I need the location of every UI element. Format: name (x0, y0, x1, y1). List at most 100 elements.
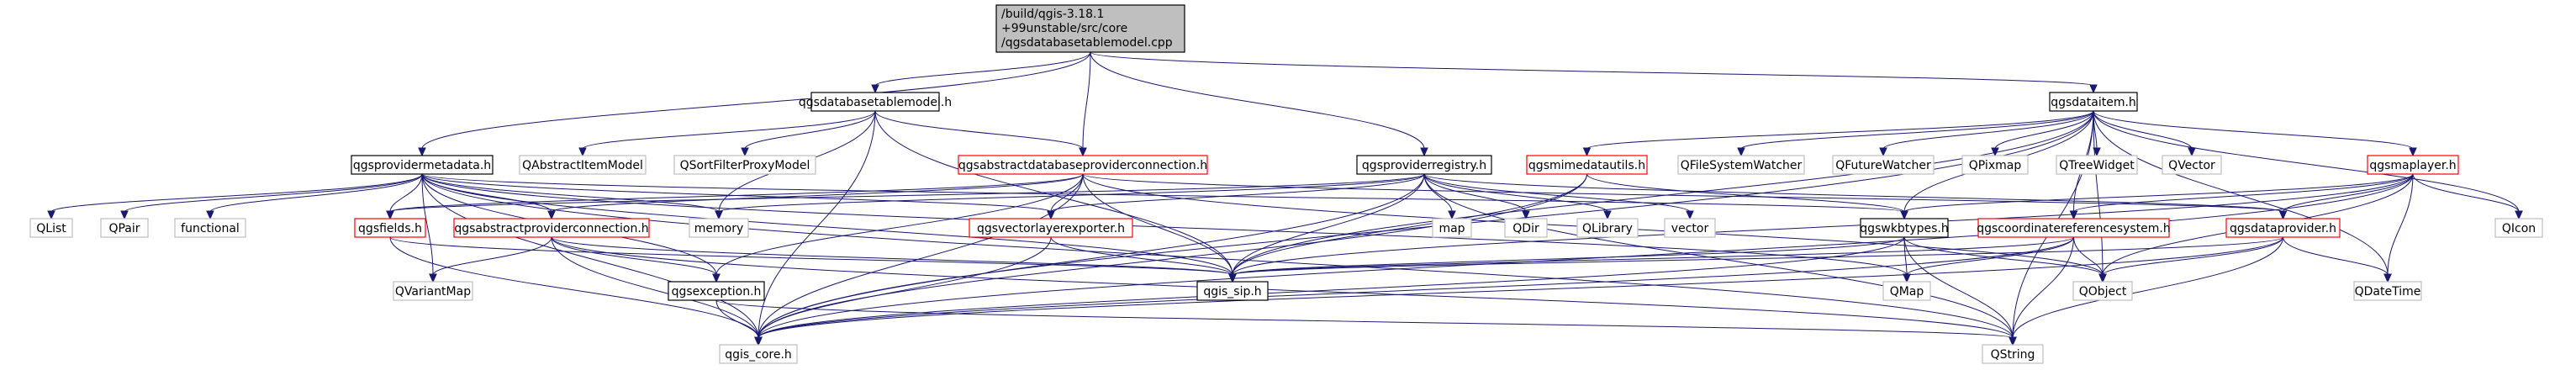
node-provreg[interactable]: qgsproviderregistry.h (1356, 155, 1492, 175)
arrowhead-provreg-to-fields (386, 210, 394, 220)
node-label-dbtm: qgsdatabasetablemodel.h (799, 96, 952, 109)
edge-dbtm-to-sip (874, 110, 1233, 276)
node-root[interactable]: /build/qgis-3.18.1+99unstable/src/core/q… (995, 4, 1185, 53)
node-label-qsfpm: QSortFilterProxyModel (680, 159, 810, 172)
node-vector: vector (1664, 218, 1716, 238)
edge-provreg-to-qlibrary (1423, 173, 1608, 213)
edge-provreg-to-dataprov (1423, 173, 2283, 213)
edge-maplayer-to-qdatetime (2387, 173, 2414, 276)
arrowhead-exception-to-core (754, 336, 763, 346)
node-label-crs: qgscoordinatereferencesystem.h (1977, 222, 2171, 235)
edge-crs-to-qstring (2012, 236, 2074, 339)
edge-absdbconn-to-absprovconn (551, 173, 1084, 213)
node-sip[interactable]: qgis_sip.h (1196, 281, 1269, 301)
edge-dataitem-to-qfsw (1740, 110, 2094, 150)
edge-dataprov-to-qstring (2012, 236, 2283, 339)
node-box-functional (174, 218, 246, 238)
node-label-vector: vector (1671, 222, 1709, 235)
node-qfw: QFutureWatcher (1832, 155, 1935, 175)
node-vlexp[interactable]: qgsvectorlayerexporter.h (969, 218, 1133, 238)
node-qobject: QObject (2072, 281, 2133, 301)
node-box-exception (668, 281, 765, 301)
node-label-qpixmap: QPixmap (1969, 159, 2022, 172)
node-fields[interactable]: qgsfields.h (354, 218, 426, 238)
edge-absprovconn-to-qvariantmap (432, 236, 552, 276)
node-label-qlist: QList (36, 222, 66, 235)
node-absprovconn[interactable]: qgsabstractproviderconnection.h (453, 218, 650, 238)
node-crs[interactable]: qgscoordinatereferencesystem.h (1977, 218, 2171, 238)
edge-provreg-to-vlexp (1050, 173, 1425, 213)
node-label-maplayer: qgsmaplayer.h (2369, 159, 2456, 172)
nodes-layer: /build/qgis-3.18.1+99unstable/src/core/q… (29, 4, 2543, 364)
node-label-root: /build/qgis-3.18.1+99unstable/src/core/q… (1001, 8, 1173, 50)
node-label-qdir: QDir (1512, 222, 1539, 235)
edge-provmeta-to-core (421, 173, 759, 339)
node-box-qdir (1504, 218, 1548, 238)
edge-wkbtypes-to-qobject (1903, 236, 2104, 276)
edge-provreg-to-fields (389, 173, 1425, 213)
edge-maplayer-to-core (757, 173, 2414, 339)
edge-root-to-absdbconn (1082, 51, 1091, 150)
node-box-absdbconn (958, 155, 1208, 175)
edge-wkbtypes-to-sip (1232, 236, 1905, 276)
node-dataitem[interactable]: qgsdataitem.h (2049, 92, 2138, 112)
node-mimeutil[interactable]: qgsmimedatautils.h (1526, 155, 1648, 175)
node-label-qfsw: QFileSystemWatcher (1681, 159, 1803, 172)
node-box-crs (1977, 218, 2170, 238)
arrowhead-root-to-provmeta (418, 147, 426, 157)
node-provmeta[interactable]: qgsprovidermetadata.h (351, 155, 494, 175)
node-label-qmap: QMap (1890, 285, 1924, 299)
node-label-sip: qgis_sip.h (1203, 285, 1261, 299)
edge-absdbconn-to-dataprov (1082, 173, 2283, 213)
node-label-dataitem: qgsdataitem.h (2051, 96, 2136, 109)
arrowhead-provreg-to-qlibrary (1603, 210, 1612, 220)
node-box-dbtm (810, 92, 940, 112)
edge-root-to-dbtm (874, 51, 1091, 87)
node-box-wkbtypes (1860, 218, 1949, 238)
node-box-dataitem (2049, 92, 2138, 112)
edge-provmeta-to-qpair (124, 173, 423, 213)
node-label-functional: functional (181, 222, 240, 235)
node-box-map (1432, 218, 1472, 238)
node-label-map: map (1438, 222, 1465, 235)
node-dbtm[interactable]: qgsdatabasetablemodel.h (799, 92, 952, 112)
node-qstring: QString (1982, 344, 2044, 364)
edge-absdbconn-to-sip (1082, 173, 1233, 276)
arrowhead-dataitem-to-mimeutil (1582, 147, 1592, 157)
edge-absdbconn-to-fields (389, 173, 1084, 213)
node-absdbconn[interactable]: qgsabstractdatabaseproviderconnection.h (958, 155, 1208, 175)
edge-provreg-to-sip (1232, 173, 1425, 276)
edges-layer (47, 51, 2523, 346)
edge-dataprov-to-core (757, 236, 2283, 339)
node-qfsw: QFileSystemWatcher (1677, 155, 1805, 175)
edge-root-to-provreg (1090, 51, 1425, 150)
node-qvariantmap: QVariantMap (393, 281, 473, 301)
node-exception[interactable]: qgsexception.h (668, 281, 765, 301)
arrowhead-absprovconn-to-exception (712, 273, 721, 283)
arrowhead-provmeta-to-functional (206, 210, 214, 220)
node-box-absprovconn (453, 218, 650, 238)
node-label-mimeutil: qgsmimedatautils.h (1528, 159, 1645, 172)
node-box-qaim (519, 155, 647, 175)
node-maplayer[interactable]: qgsmaplayer.h (2367, 155, 2459, 175)
node-label-absdbconn: qgsabstractdatabaseproviderconnection.h (958, 159, 1207, 172)
edge-mimeutil-to-wkbtypes (1586, 173, 1905, 213)
node-label-dataprov: qgsdataprovider.h (2230, 222, 2336, 235)
edge-provreg-to-core (757, 173, 1425, 339)
edge-vlexp-to-core (757, 236, 1052, 339)
edge-provmeta-to-functional (209, 173, 423, 213)
edge-mimeutil-to-sip (1232, 173, 1587, 276)
node-box-sip (1196, 281, 1269, 301)
node-dataprov[interactable]: qgsdataprovider.h (2225, 218, 2341, 238)
edge-dbtm-to-absdbconn (874, 110, 1084, 150)
node-wkbtypes[interactable]: qgswkbtypes.h (1860, 218, 1949, 238)
node-box-core (719, 344, 798, 364)
node-qsfpm: QSortFilterProxyModel (673, 155, 816, 175)
arrowhead-provreg-to-vector (1686, 210, 1694, 220)
arrowhead-dbtm-to-qaim (578, 147, 587, 157)
node-label-absprovconn: qgsabstractproviderconnection.h (454, 222, 648, 235)
node-qlibrary: QLibrary (1576, 218, 1639, 238)
edge-dbtm-to-core (757, 110, 876, 339)
node-box-qpixmap (1961, 155, 2029, 175)
